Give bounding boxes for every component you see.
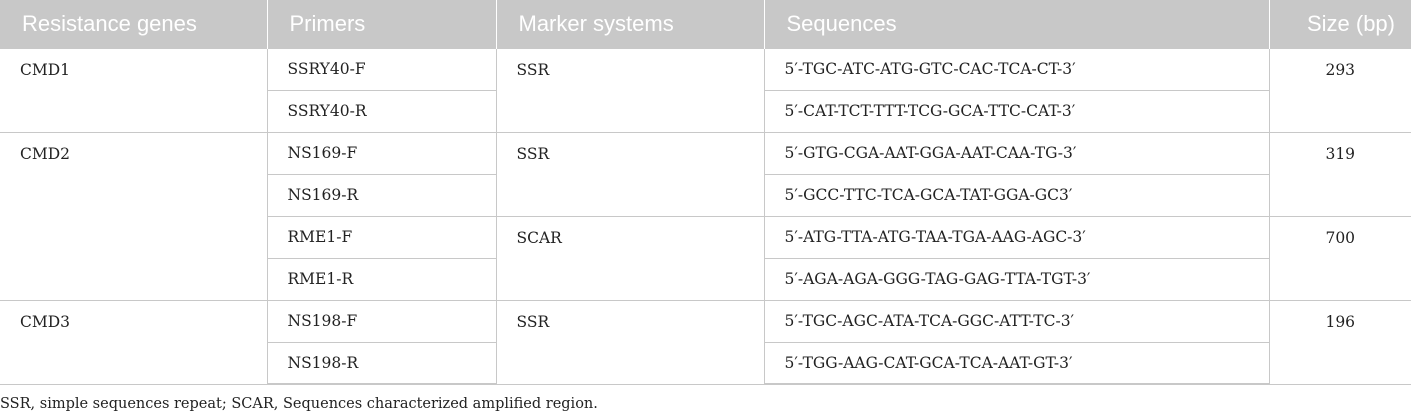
header-size: Size (bp) (1268, 0, 1411, 48)
table-row: SSRY40-R 5′-CAT-TCT-TTT-TCG-GCA-TTC-CAT-… (0, 89, 1411, 133)
primer-cell: RME1-R (267, 257, 497, 301)
size-cell: 700 (1268, 215, 1411, 301)
marker-system-cell: SCAR (495, 215, 765, 301)
marker-system-cell: SSR (495, 47, 765, 133)
primer-cell: NS198-R (267, 341, 497, 385)
primer-cell: SSRY40-F (266, 47, 497, 91)
sequence-cell: 5′-TGC-ATC-ATG-GTC-CAC-TCA-CT-3′ (763, 47, 1270, 91)
header-row: Resistance genes Primers Marker systems … (0, 0, 1411, 48)
sequence-cell: 5′-AGA-AGA-GGG-TAG-GAG-TTA-TGT-3′ (763, 257, 1269, 301)
primer-cell: SSRY40-R (267, 89, 497, 133)
primer-cell: NS198-F (266, 299, 497, 343)
size-cell: 319 (1268, 131, 1411, 217)
table-row: CMD2 NS169-F SSR 5′-GTG-CGA-AAT-GGA-AAT-… (0, 131, 1411, 301)
header-marker-systems: Marker systems (495, 0, 764, 48)
table-footnote: SSR, simple sequences repeat; SCAR, Sequ… (0, 396, 598, 412)
gene-cell: CMD2 (0, 131, 268, 301)
size-cell: 293 (1268, 47, 1411, 133)
gene-cell: CMD3 (0, 299, 268, 385)
primer-cell: RME1-F (267, 215, 497, 259)
table-row: RME1-F SCAR 5′-ATG-TTA-ATG-TAA-TGA-AAG-A… (0, 215, 1411, 301)
primer-cell: NS169-R (267, 173, 497, 217)
gene-cell: CMD1 (0, 47, 268, 133)
header-primers: Primers (266, 0, 496, 48)
table-row: CMD3 NS198-F SSR 5′-TGC-AGC-ATA-TCA-GGC-… (0, 299, 1411, 385)
primer-table: Resistance genes Primers Marker systems … (0, 0, 1411, 385)
marker-system-cell: SSR (495, 299, 765, 385)
table-row: CMD1 SSRY40-F SSR 5′-TGC-ATC-ATG-GTC-CAC… (0, 47, 1411, 133)
marker-system-cell: SSR (495, 131, 765, 217)
sequence-cell: 5′-ATG-TTA-ATG-TAA-TGA-AAG-AGC-3′ (763, 215, 1270, 259)
size-cell: 196 (1268, 299, 1411, 385)
sequence-cell: 5′-GTG-CGA-AAT-GGA-AAT-CAA-TG-3′ (763, 131, 1270, 175)
sequence-cell: 5′-TGC-AGC-ATA-TCA-GGC-ATT-TC-3′ (763, 299, 1270, 343)
table-row: NS198-R 5′-TGG-AAG-CAT-GCA-TCA-AAT-GT-3′ (0, 341, 1411, 385)
sequence-cell: 5′-GCC-TTC-TCA-GCA-TAT-GGA-GC3′ (763, 173, 1269, 217)
header-resistance-genes: Resistance genes (0, 0, 267, 48)
primer-cell: NS169-F (266, 131, 497, 175)
sequence-cell: 5′-CAT-TCT-TTT-TCG-GCA-TTC-CAT-3′ (763, 89, 1269, 133)
sequence-cell: 5′-TGG-AAG-CAT-GCA-TCA-AAT-GT-3′ (763, 341, 1269, 385)
header-sequences: Sequences (763, 0, 1269, 48)
